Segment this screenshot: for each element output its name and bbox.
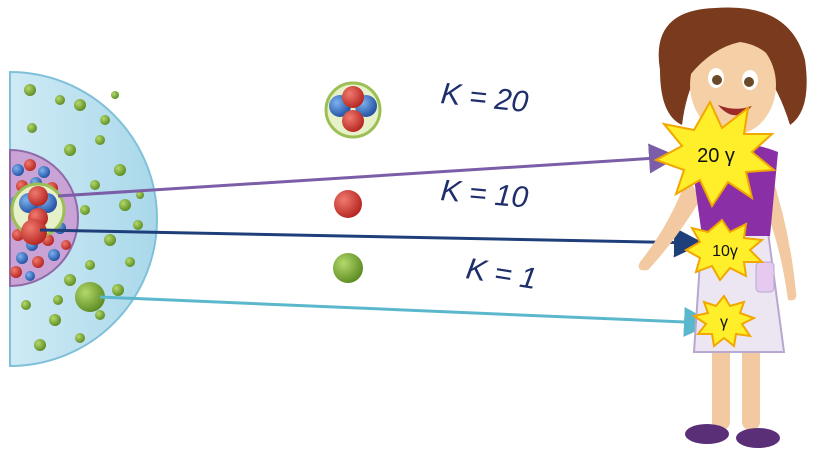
alpha-ray-line — [57, 143, 679, 198]
burst-low-label: γ — [720, 314, 728, 331]
burst-mid-label: 10γ — [712, 243, 738, 260]
photon-ray-line — [99, 295, 714, 337]
burst-high: 20 γ — [653, 99, 777, 209]
photon-particle-icon — [333, 253, 363, 283]
burst-mid: 10γ — [683, 218, 765, 282]
k-low-label: K = 1 — [464, 252, 539, 296]
k-mid-label: K = 10 — [439, 174, 529, 215]
proton-ray-line — [39, 227, 704, 258]
source-photon-highlight — [75, 282, 105, 312]
source-green-dots — [21, 84, 144, 351]
k-high-label: K = 20 — [439, 77, 530, 119]
proton-particle-icon — [334, 190, 362, 218]
burst-low: γ — [691, 294, 757, 348]
source-icon — [9, 70, 158, 368]
alpha-particle-icon — [324, 81, 382, 139]
burst-high-label: 20 γ — [697, 145, 735, 167]
source-proton-highlight — [21, 219, 47, 245]
